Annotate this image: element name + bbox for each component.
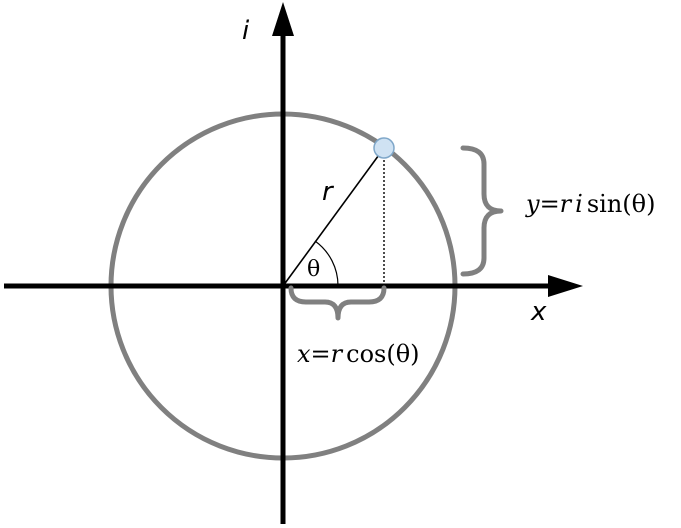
y-formula-i: i: [575, 190, 583, 218]
y-axis-arrowhead: [272, 2, 294, 36]
angle-label: θ: [307, 257, 320, 282]
y-axis-label: i: [242, 16, 250, 46]
radius-line: [282, 147, 385, 287]
y-formula-var: y: [525, 190, 540, 218]
y-formula-fn: sin: [587, 190, 622, 218]
x-brace: [288, 285, 387, 321]
x-formula-arg: (θ): [386, 340, 419, 368]
radius-label: r: [322, 177, 335, 207]
point-on-circle: [373, 137, 395, 159]
y-formula-eq: =: [540, 190, 560, 218]
x-formula-eq: =: [311, 340, 331, 368]
x-formula-var: x: [297, 340, 311, 368]
x-axis-label: x: [530, 297, 547, 327]
angle-arc: [314, 240, 339, 287]
x-axis-arrowhead: [548, 275, 583, 297]
y-formula-arg: (θ): [622, 190, 655, 218]
y-formula-r: r: [560, 190, 573, 218]
x-formula-r: r: [331, 340, 344, 368]
x-formula-fn: cos: [346, 340, 386, 368]
y-brace: [460, 145, 504, 277]
